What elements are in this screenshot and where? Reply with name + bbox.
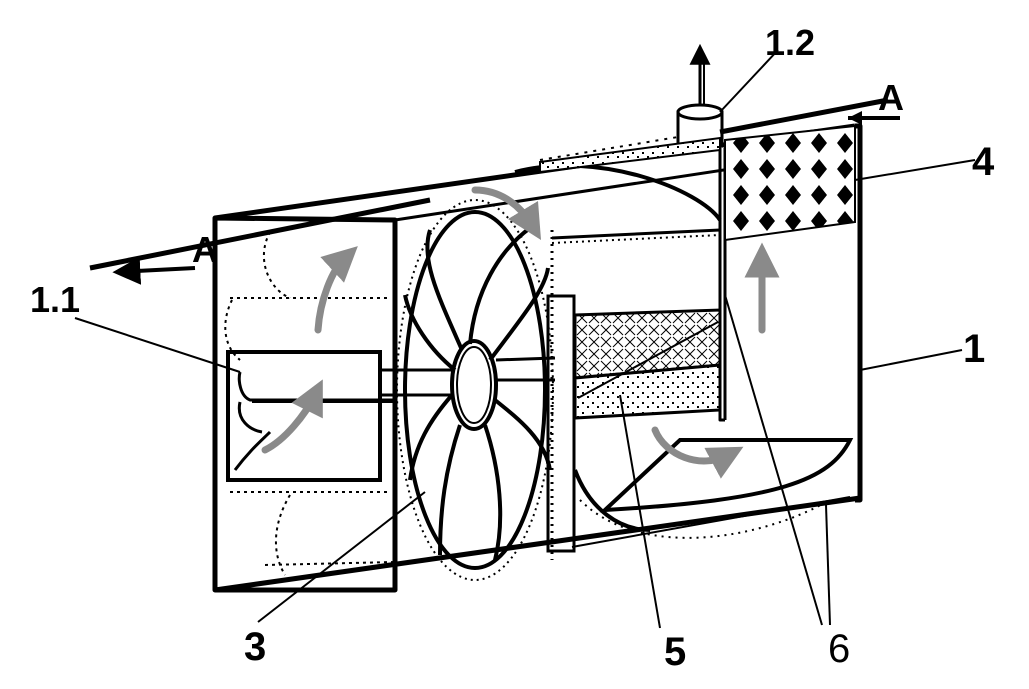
fan-blade — [468, 226, 532, 345]
housing-right-wall — [718, 148, 725, 422]
filter-5-stripe — [577, 321, 719, 399]
section-line — [89, 197, 431, 271]
label-part-1-2: 1.2 — [765, 22, 815, 63]
label-part-4: 4 — [972, 140, 995, 184]
volute-bottom-duct — [571, 496, 851, 548]
volute-bottom-curve — [573, 469, 651, 532]
volute-top-dotted — [551, 234, 721, 244]
outlet-tube-top — [676, 103, 724, 121]
inlet-1-1-curl-top — [237, 371, 395, 402]
inlet-1-1-curl-lower — [233, 430, 272, 471]
fan-spoke — [495, 356, 556, 362]
flow-arrow-fan-top — [471, 186, 542, 241]
leader-1-2 — [719, 49, 779, 113]
fan-blade — [438, 424, 462, 556]
section-arrow-right-head — [848, 111, 862, 125]
fan-blade — [488, 267, 550, 362]
volute-inner-frame — [546, 294, 576, 553]
leader-4 — [854, 159, 976, 181]
housing-bottom-edge — [214, 495, 861, 593]
fan-blade — [483, 424, 503, 561]
inlet-1-1-frame — [226, 350, 382, 482]
label-part-5: 5 — [664, 630, 686, 674]
leader-5 — [619, 394, 661, 629]
fan-3 — [380, 199, 556, 581]
fan-rim — [403, 210, 547, 570]
label-part-6: 6 — [828, 627, 850, 671]
top-dotted-strip — [539, 136, 721, 174]
housing-front-box — [212, 215, 398, 593]
section-line-a-a — [89, 97, 900, 285]
flow-arrow-inlet-curl — [261, 379, 323, 454]
inlet-dotted-curve-lower — [274, 494, 291, 576]
leader-3 — [257, 491, 426, 623]
leader-1 — [859, 349, 963, 371]
volute-top-inner — [551, 228, 721, 240]
inlet-dotted-bottom-line — [264, 561, 396, 566]
leader-6a — [724, 294, 823, 626]
fan-rim-dashed — [396, 199, 554, 581]
fan-hub-inner — [456, 346, 492, 424]
leader-6b — [825, 504, 831, 626]
leader-1-1 — [74, 317, 241, 373]
section-line-right — [719, 97, 889, 135]
inlet-1-1-curl-bottom — [237, 401, 263, 434]
filter-4-diamond-block — [724, 124, 856, 242]
outlet-tube — [676, 43, 724, 148]
flow-arrows — [261, 186, 780, 479]
housing-top-dotted — [539, 129, 721, 161]
flow-arrow-inlet-up — [314, 246, 358, 334]
label-part-3: 3 — [244, 625, 266, 669]
label-part-1: 1 — [963, 327, 985, 371]
leader-lines — [74, 49, 976, 629]
label-section-a-right: A — [878, 77, 904, 118]
fan-blade — [425, 229, 464, 351]
section-arrow-left — [112, 256, 196, 285]
fan-blade — [408, 393, 454, 481]
fan-hub-outer — [450, 339, 498, 431]
inlet-chamber — [224, 231, 396, 576]
inlet-dotted-curve-upper — [262, 231, 291, 299]
label-part-1-1: 1.1 — [30, 279, 80, 320]
flow-arrow-bottom-swirl — [651, 426, 744, 479]
label-section-a-left: A — [192, 229, 218, 270]
fan-blade — [403, 294, 457, 372]
filter-5 — [573, 308, 722, 420]
filter-5-bottom — [573, 363, 722, 420]
volute-tray — [599, 438, 854, 513]
